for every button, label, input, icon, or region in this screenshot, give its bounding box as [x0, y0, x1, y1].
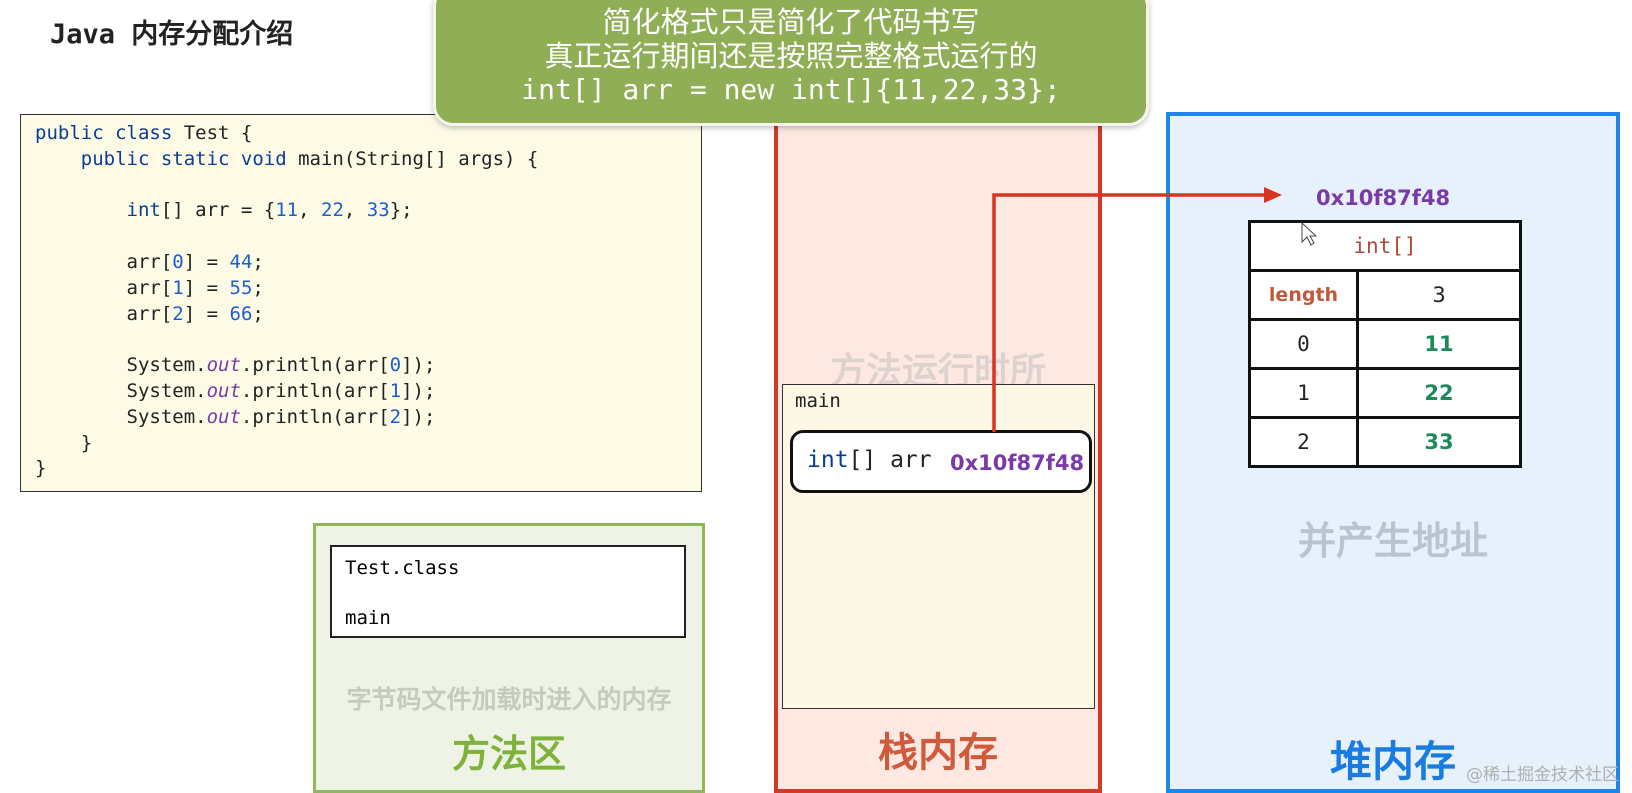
code-token: 22 — [321, 199, 344, 222]
code-panel: public class Test { public static void m… — [20, 114, 702, 492]
reference-arrow-line — [992, 193, 1266, 432]
code-token: , — [343, 199, 367, 222]
code-token: arr[ — [35, 276, 173, 299]
code-token: [] arr = { — [160, 199, 276, 222]
code-line: System.out.println(arr[2]); — [35, 405, 701, 431]
array-type-cell: int[] — [1248, 220, 1522, 272]
length-value-cell: 3 — [1356, 269, 1522, 321]
code-line: int[] arr = {11, 22, 33}; — [35, 198, 701, 224]
code-token: out — [206, 379, 241, 402]
code-line: } — [35, 431, 701, 457]
code-token: System. — [35, 405, 207, 428]
heap-address: 0x10f87f48 — [1316, 186, 1451, 210]
code-line: arr[1] = 55; — [35, 276, 701, 302]
array-index-cell: 1 — [1248, 367, 1359, 419]
code-token: ]); — [401, 405, 436, 428]
code-token: .println(arr[ — [240, 379, 390, 402]
array-index-cell: 2 — [1248, 416, 1359, 468]
array-row: 0 11 — [1248, 318, 1522, 370]
array-value-cell: 11 — [1356, 318, 1522, 370]
method-area-label: 方法区 — [451, 732, 566, 776]
method-area-description: 字节码文件加载时进入的内存 — [346, 685, 672, 714]
code-token: System. — [35, 379, 207, 402]
callout-line-1: 简化格式只是简化了代码书写 — [602, 5, 980, 39]
heap-description: 并产生地址 — [1297, 519, 1488, 563]
array-index-cell: 0 — [1248, 318, 1359, 370]
variable-name: [] arr — [848, 447, 932, 473]
mouse-cursor-icon — [1301, 221, 1318, 246]
code-token: ]); — [401, 379, 436, 402]
array-value-cell: 33 — [1356, 416, 1522, 468]
code-token: ; — [252, 250, 264, 273]
code-line: public class Test { — [35, 121, 701, 147]
code-token: 55 — [229, 276, 253, 299]
variable-declaration: int[] arr — [807, 447, 932, 473]
code-token: ] = — [183, 250, 230, 273]
variable-type: int — [807, 447, 849, 473]
page-title-prefix: Java — [50, 19, 116, 50]
array-table: int[] length 3 0 11 1 22 2 33 — [1248, 220, 1522, 468]
length-label-cell: length — [1248, 269, 1359, 321]
code-token: ] = — [183, 302, 230, 325]
code-line: arr[0] = 44; — [35, 250, 701, 276]
stack-frame-label: main — [795, 390, 841, 412]
code-token: out — [206, 354, 241, 377]
code-token: , — [298, 199, 322, 222]
callout-bubble: 简化格式只是简化了代码书写 真正运行期间还是按照完整格式运行的 int[] ar… — [433, 0, 1149, 126]
variable-address: 0x10f87f48 — [950, 451, 1085, 475]
code-token: 1 — [389, 379, 402, 402]
code-token: 1 — [172, 276, 184, 299]
arrowhead-icon — [1264, 187, 1282, 203]
code-token: ] = — [183, 276, 230, 299]
variable-box — [790, 430, 1092, 493]
array-value-cell: 22 — [1356, 367, 1522, 419]
code-token: main(String[] args) { — [286, 147, 539, 170]
page-title: Java 内存分配介绍 — [50, 12, 293, 51]
callout-line-2: 真正运行期间还是按照完整格式运行的 — [544, 39, 1038, 73]
array-row: 1 22 — [1248, 367, 1522, 419]
code-token: ; — [252, 302, 264, 325]
code-token: ; — [252, 276, 264, 299]
page-title-suffix: 内存分配介绍 — [131, 19, 294, 50]
code-line: System.out.println(arr[0]); — [35, 353, 701, 379]
code-token: .println(arr[ — [240, 405, 390, 428]
code-token: System. — [35, 354, 207, 377]
code-token: 2 — [389, 405, 402, 428]
code-token: Test { — [172, 122, 253, 144]
method-area-class-box: Test.class main — [330, 545, 686, 638]
code-token: 2 — [172, 302, 184, 325]
code-token: 0 — [172, 250, 184, 273]
heap-label: 堆内存 — [1329, 737, 1456, 786]
array-row: 2 33 — [1248, 416, 1522, 468]
code-token: 44 — [229, 250, 253, 273]
code-token: public static void — [35, 147, 287, 170]
method-name: main — [345, 607, 391, 629]
code-token: } — [35, 457, 47, 480]
code-token: 0 — [389, 354, 402, 377]
code-line: public static void main(String[] args) { — [35, 147, 701, 173]
code-token: 33 — [366, 199, 390, 222]
callout-line-3: int[] arr = new int[]{11,22,33}; — [521, 73, 1061, 106]
code-token: 11 — [275, 199, 299, 222]
code-token: }; — [389, 199, 413, 222]
watermark: @稀土掘金技术社区 — [1466, 765, 1619, 785]
code-token: .println(arr[ — [240, 354, 390, 377]
class-name: Test.class — [345, 557, 460, 579]
code-line: } — [35, 456, 701, 482]
code-token: public class — [35, 122, 173, 144]
code-token: } — [35, 431, 93, 454]
code-token: arr[ — [35, 302, 173, 325]
code-token: ]); — [401, 354, 436, 377]
code-token: arr[ — [35, 250, 173, 273]
stack-label: 栈内存 — [878, 730, 998, 776]
code-token: out — [206, 405, 241, 428]
code-line: System.out.println(arr[1]); — [35, 379, 701, 405]
code-token: int — [35, 199, 161, 222]
code-line: arr[2] = 66; — [35, 302, 701, 328]
code-token: 66 — [229, 302, 253, 325]
